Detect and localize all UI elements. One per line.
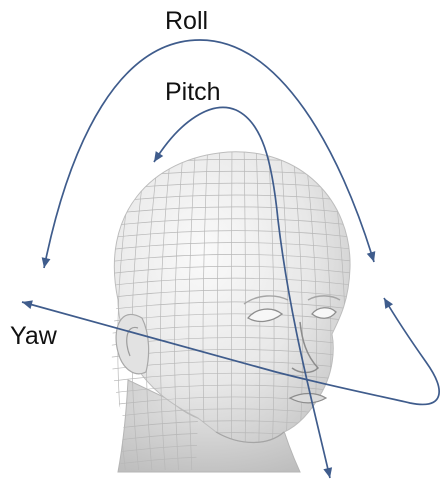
roll-label: Roll <box>165 9 208 34</box>
ear-shape <box>116 314 149 373</box>
head-model <box>75 140 388 472</box>
mesh-line <box>364 140 388 470</box>
arrowhead <box>154 151 163 162</box>
arrowhead <box>323 467 332 478</box>
mesh-line <box>75 140 100 470</box>
mesh-line <box>352 140 374 470</box>
arrowhead <box>42 257 51 268</box>
pitch-label: Pitch <box>165 80 221 105</box>
arrowhead <box>384 298 393 309</box>
arrowhead <box>367 251 376 262</box>
yaw-label: Yaw <box>10 324 57 349</box>
mesh-line <box>89 140 112 470</box>
